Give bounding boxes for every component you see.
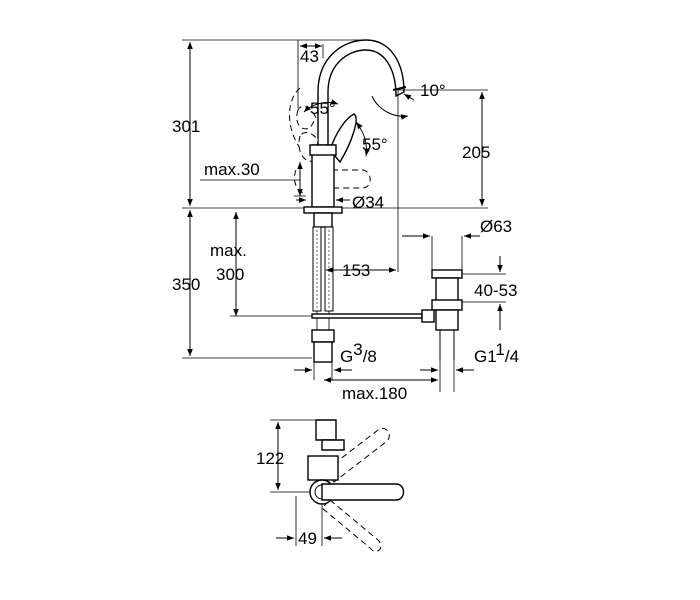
lever-ghost-side xyxy=(331,169,371,189)
top-body xyxy=(307,455,339,481)
label-reach: 153 xyxy=(342,261,370,280)
label-spout-offset: 43 xyxy=(300,47,319,66)
popup-clip xyxy=(421,309,435,323)
label-hose-thread: G3/8 xyxy=(340,340,377,366)
lever-ghost-left xyxy=(293,169,307,195)
label-lever-clearance: max.30 xyxy=(204,160,260,179)
label-spout-tilt: 10° xyxy=(420,81,446,100)
top-spout-tip xyxy=(321,439,345,451)
mounting-nut xyxy=(313,212,333,228)
faucet-collar xyxy=(309,144,337,156)
dimension-labels: 43 10° 55° 55° 301 205 max.30 Ø34 Ø63 ma… xyxy=(172,47,519,548)
faucet-top-view xyxy=(270,419,405,552)
popup-rod xyxy=(311,313,423,319)
top-lever xyxy=(321,483,405,501)
spout-outer xyxy=(317,39,405,145)
label-waste-thread: G11/4 xyxy=(474,340,519,366)
faucet-base xyxy=(303,206,343,214)
waste-flange xyxy=(431,269,463,279)
hose-fitting xyxy=(311,329,335,343)
label-body-diameter: Ø34 xyxy=(352,193,384,212)
label-total-height: 301 xyxy=(172,117,200,136)
label-max: max. xyxy=(210,241,247,260)
spout-tip xyxy=(392,86,407,91)
spout-ghost xyxy=(289,87,301,149)
waste-nut xyxy=(431,299,463,311)
waste-body xyxy=(435,277,459,303)
hose-nut xyxy=(313,341,333,363)
label-top-view-depth: 122 xyxy=(256,449,284,468)
label-spout-height: 205 xyxy=(462,143,490,162)
label-max-value: 300 xyxy=(216,265,244,284)
waste-tail-pipe xyxy=(439,330,455,360)
label-lever-swing-side: 55° xyxy=(362,135,388,154)
label-waste-range: 40-53 xyxy=(474,281,517,300)
waste-assembly xyxy=(311,269,463,360)
dimension-lines xyxy=(182,39,506,392)
label-waste-flange: Ø63 xyxy=(480,217,512,236)
lever-ghost-up xyxy=(296,105,317,130)
label-top-view-width: 49 xyxy=(298,529,317,548)
top-spout xyxy=(315,419,337,441)
top-lever-ghost-up xyxy=(325,428,390,483)
top-lever-ghost-down xyxy=(321,499,382,552)
label-lever-swing-up: 55° xyxy=(310,99,336,118)
label-below-counter: 350 xyxy=(172,275,200,294)
waste-tail xyxy=(435,309,459,331)
label-waste-rod-length: max.180 xyxy=(342,384,407,403)
